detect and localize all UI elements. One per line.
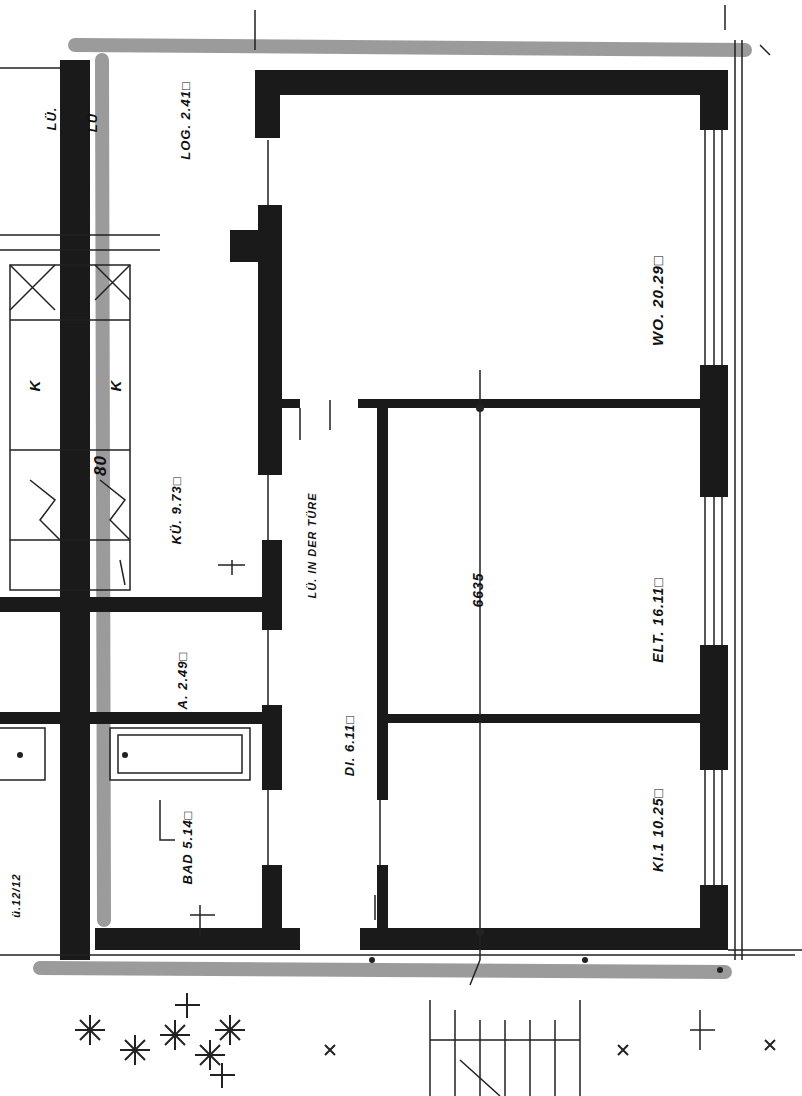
room-label: BAD 5.14□ [182,810,195,884]
room-label: ELT. 16.11□ [651,577,665,663]
room-label: KÜ. 9.73□ [170,476,183,544]
room-label: KI.1 10.25□ [651,788,665,872]
fixture-label: K [28,379,43,391]
room-label: WO. 20.29□ [649,255,664,346]
room-label: LOG. 2.41□ [178,81,191,160]
dimension: 80 [91,455,108,476]
dimension: 6635 [471,572,485,607]
room-label: DI. 6.11□ [343,714,356,775]
ventilation-note: LÜ. IN DER TÜRE [307,492,318,598]
ventilation-note: LÜ [87,112,100,131]
ventilation-note: LÜ. [45,106,58,130]
fixture-label: K [109,379,124,391]
ventilation-note: ü.12/12 [11,873,22,917]
room-label: A. 2.49□ [176,651,189,709]
